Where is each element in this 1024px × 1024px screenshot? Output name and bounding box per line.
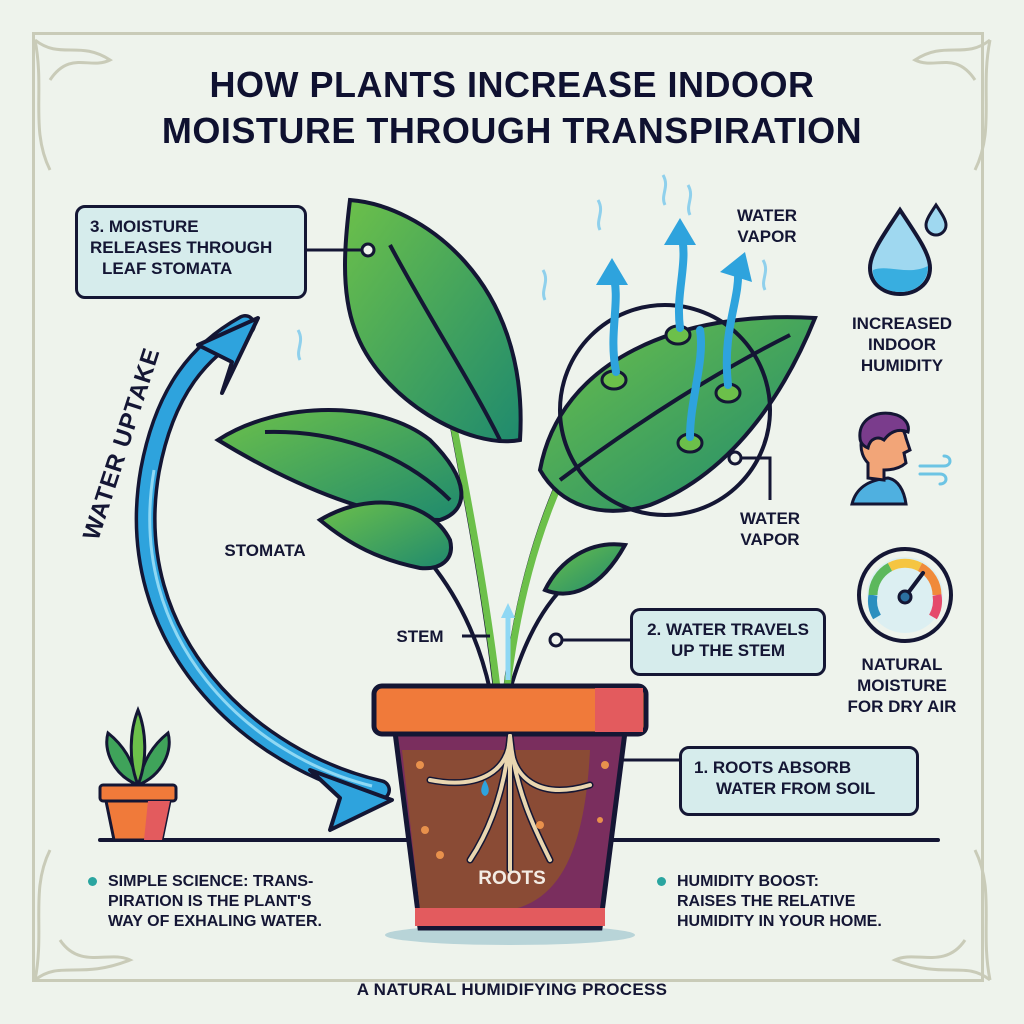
roots-label: ROOTS	[478, 868, 546, 889]
person-breathing-icon	[850, 411, 952, 506]
callout-step-1: 1. ROOTS ABSORB WATER FROM SOIL	[679, 746, 919, 816]
bullet-dot-icon	[657, 877, 666, 886]
water-vapor-top-label: WATER VAPOR	[736, 206, 798, 246]
benefit-humidity-label: INCREASED INDOOR HUMIDITY	[851, 314, 953, 375]
small-potted-plant-icon	[98, 705, 178, 842]
water-vapor-mid-label: WATER VAPOR	[739, 509, 801, 549]
bullet-humidity-boost: HUMIDITY BOOST: RAISES THE RELATIVE HUMI…	[657, 872, 882, 932]
humidity-gauge-icon	[857, 547, 953, 643]
benefit-dry-air-label: NATURAL MOISTURE FOR DRY AIR	[847, 655, 957, 716]
decorative-frame	[32, 32, 984, 982]
stomata-label: STOMATA	[224, 541, 306, 560]
main-pot-illustration	[371, 683, 649, 945]
bullet-dot-icon	[88, 877, 97, 886]
bullet-simple-science: SIMPLE SCIENCE: TRANS- PIRATION IS THE P…	[88, 872, 322, 932]
page-title: HOW PLANTS INCREASE INDOOR MOISTURE THRO…	[0, 62, 1024, 154]
stem-label: STEM	[396, 627, 444, 646]
water-drop-icon	[867, 202, 948, 297]
title-line-1: HOW PLANTS INCREASE INDOOR	[209, 64, 815, 105]
footer-caption: A NATURAL HUMIDIFYING PROCESS	[356, 980, 668, 999]
callout-step-3: 3. MOISTURE RELEASES THROUGH LEAF STOMAT…	[75, 205, 307, 299]
callout-step-2: 2. WATER TRAVELS UP THE STEM	[630, 608, 826, 676]
title-line-2: MOISTURE THROUGH TRANSPIRATION	[161, 110, 863, 151]
